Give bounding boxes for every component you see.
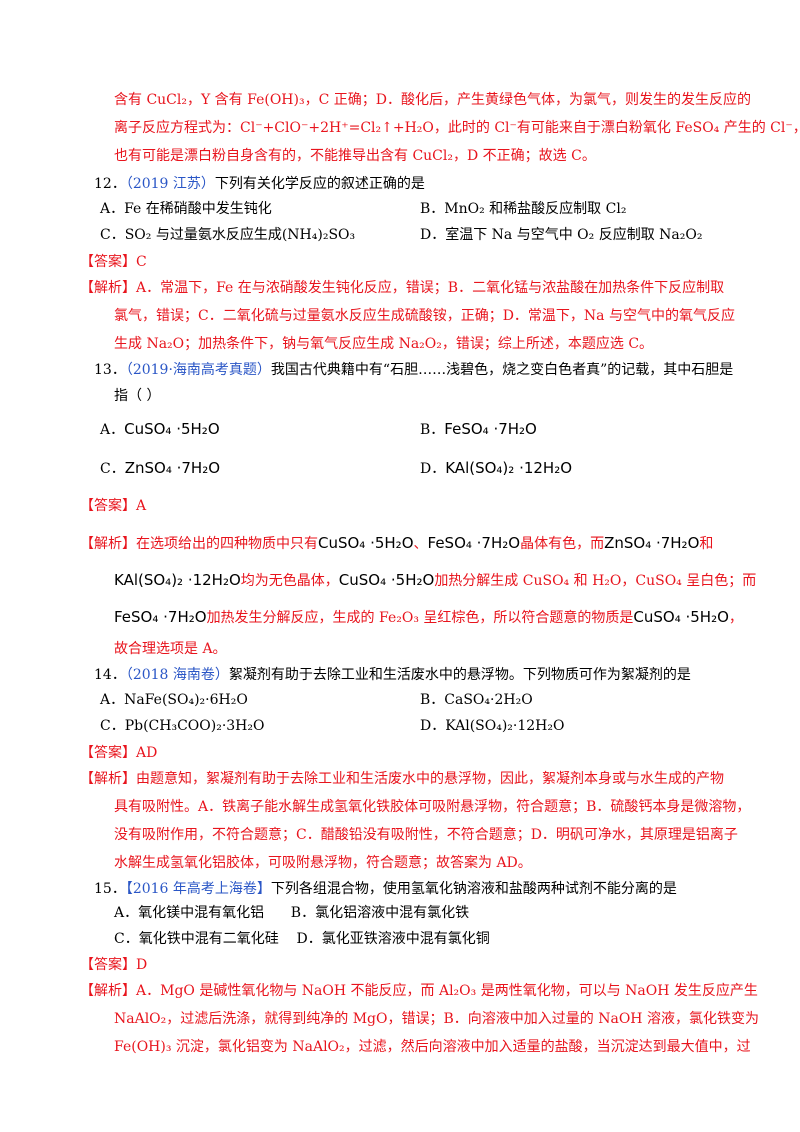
question-number: 12． [94, 176, 126, 192]
q12-explanation-line-1: 【解析】A．常温下，Fe 在与浓硝酸发生钝化反应，错误；B．二氧化锰与浓盐酸在加… [80, 278, 740, 298]
q13-explanation-line-2: KAl(SO₄)₂ ·12H₂O均为无色晶体，CuSO₄ ·5H₂O加热分解生成… [80, 567, 756, 594]
explanation-formula: FeSO₄ ·7H₂O [427, 534, 521, 552]
question-stem: 我国古代典籍中有“石胆……浅碧色，烧之变白色者真”的记载，其中石胆是 [270, 362, 734, 378]
answer-value: D [136, 957, 148, 973]
option-letter: C． [100, 461, 125, 477]
question-13-stem-cont: 指（ ） [114, 388, 161, 404]
question-15: 15．【2016 年高考上海卷】下列各组混合物，使用氢氧化钠溶液和盐酸两种试剂不… [80, 879, 740, 899]
q12-option-d: D．室温下 Na 与空气中 O₂ 反应制取 Na₂O₂ [420, 227, 703, 243]
q15-options-row-1: A．氧化镁中混有氧化铝 B．氯化铝溶液中混有氯化铁 [114, 905, 470, 921]
question-number: 14． [94, 667, 126, 683]
q13-option-d: D．KAl(SO₄)₂ ·12H₂O [400, 455, 572, 482]
q15-explanation-line-2: NaAlO₂，过滤后洗涤，就得到纯净的 MgO，错误；B．向溶液中加入过量的 N… [114, 1011, 759, 1027]
q15-explanation-line-1: 【解析】A．MgO 是碱性氧化物与 NaOH 不能反应，而 Al₂O₃ 是两性氧… [80, 981, 758, 1001]
explanation-label: 【解析】 [80, 280, 136, 296]
q13-options-row-1: A．CuSO₄ ·5H₂O B．FeSO₄ ·7H₂O [80, 416, 740, 443]
q12-explanation-line-2: 氯气，错误；C．二氧化硫与过量氨水反应生成硫酸铵，正确；D．常温下，Na 与空气… [114, 308, 735, 324]
q13-option-b: B．FeSO₄ ·7H₂O [400, 416, 537, 443]
option-letter: B． [420, 422, 445, 438]
q12-options-row-1: A．Fe 在稀硝酸中发生钝化 B．MnO₂ 和稀盐酸反应制取 Cl₂ [80, 198, 740, 220]
explanation-text: A．MgO 是碱性氧化物与 NaOH 不能反应，而 Al₂O₃ 是两性氧化物，可… [136, 983, 758, 999]
answer-label: 【答案】 [80, 745, 136, 761]
option-letter: D． [420, 461, 446, 477]
explanation-formula: FeSO₄ ·7H₂O [114, 608, 207, 626]
q14-option-c: C．Pb(CH₃COO)₂·3H₂O [100, 718, 265, 734]
question-number: 13． [94, 362, 126, 378]
answer-value: AD [136, 745, 158, 761]
question-stem: 下列各组混合物，使用氢氧化钠溶液和盐酸两种试剂不能分离的是 [270, 881, 677, 897]
q13-explanation-line-1: 【解析】在选项给出的四种物质中只有CuSO₄ ·5H₂O、FeSO₄ ·7H₂O… [80, 530, 740, 557]
q14-option-a: A．NaFe(SO₄)₂·6H₂O [100, 692, 248, 708]
question-12: 12．（2019 江苏）下列有关化学反应的叙述正确的是 [80, 174, 740, 194]
explanation-text: 和 [699, 536, 714, 552]
explanation-formula: CuSO₄ ·5H₂O [633, 608, 729, 626]
question-source: （2019 江苏） [125, 176, 215, 192]
answer-label: 【答案】 [80, 254, 136, 270]
q14-explanation-line-4: 水解生成氢氧化铝胶体，可吸附悬浮物，符合题意；故答案为 AD。 [114, 855, 532, 871]
q12-option-c: C．SO₂ 与过量氨水反应生成(NH₄)₂SO₃ [100, 227, 356, 243]
explanation-text: 晶体有色，而 [520, 536, 605, 552]
q14-option-b: B．CaSO₄·2H₂O [420, 692, 533, 708]
q13-explanation-line-4: 故合理选项是 A。 [114, 641, 227, 657]
question-source: 【2016 年高考上海卷】 [125, 881, 271, 897]
q12-option-a: A．Fe 在稀硝酸中发生钝化 [100, 201, 272, 217]
q12-explanation-line-3: 生成 Na₂O；加热条件下，钠与氧气反应生成 Na₂O₂，错误；综上所述，本题应… [114, 336, 654, 352]
question-stem: 下列有关化学反应的叙述正确的是 [214, 176, 425, 192]
q12-options-row-2: C．SO₂ 与过量氨水反应生成(NH₄)₂SO₃ D．室温下 Na 与空气中 O… [80, 224, 740, 246]
explanation-formula: CuSO₄ ·5H₂O [338, 571, 435, 589]
q13-options-row-2: C．ZnSO₄ ·7H₂O D．KAl(SO₄)₂ ·12H₂O [80, 455, 740, 482]
explanation-text: ， [728, 610, 743, 626]
explanation-text: 在选项给出的四种物质中只有 [136, 536, 318, 552]
explanation-label: 【解析】 [80, 983, 136, 999]
question-13: 13．（2019·海南高考真题）我国古代典籍中有“石胆……浅碧色，烧之变白色者真… [80, 360, 740, 380]
explanation-text: 、 [413, 536, 428, 552]
explanation-text: 加热分解生成 CuSO₄ 和 H₂O，CuSO₄ 呈白色；而 [434, 573, 757, 589]
answer-label: 【答案】 [80, 498, 136, 514]
q13-explanation-line-3: FeSO₄ ·7H₂O加热发生分解反应，生成的 Fe₂O₃ 呈红棕色，所以符合题… [80, 604, 743, 631]
prev-explanation-line-2: 离子反应方程式为：Cl⁻+ClO⁻+2H⁺=Cl₂↑+H₂O，此时的 Cl⁻有可… [114, 120, 800, 136]
answer-label: 【答案】 [80, 957, 136, 973]
option-letter: A． [100, 422, 125, 438]
question-number: 15． [94, 881, 126, 897]
option-formula: KAl(SO₄)₂ ·12H₂O [445, 459, 573, 477]
answer-value: C [136, 254, 147, 270]
q14-explanation-line-3: 没有吸附作用，不符合题意；C．醋酸铅没有吸附性，不符合题意；D．明矾可净水，其原… [114, 827, 738, 843]
q14-options-row-1: A．NaFe(SO₄)₂·6H₂O B．CaSO₄·2H₂O [80, 689, 740, 711]
q14-explanation-line-2: 具有吸附性。A．铁离子能水解生成氢氧化铁胶体可吸附悬浮物，符合题意；B．硫酸钙本… [114, 799, 751, 815]
explanation-text: 加热发生分解反应，生成的 Fe₂O₃ 呈红棕色，所以符合题意的物质是 [206, 610, 634, 626]
explanation-formula: ZnSO₄ ·7H₂O [604, 534, 700, 552]
option-formula: ZnSO₄ ·7H₂O [124, 459, 221, 477]
q15-options-row-2: C．氧化铁中混有二氧化硅 D．氯化亚铁溶液中混有氯化铜 [114, 931, 490, 947]
explanation-formula: CuSO₄ ·5H₂O [318, 534, 414, 552]
explanation-text: A．常温下，Fe 在与浓硝酸发生钝化反应，错误；B．二氧化锰与浓盐酸在加热条件下… [136, 280, 725, 296]
explanation-text: 均为无色晶体， [240, 573, 339, 589]
q15-explanation-line-3: Fe(OH)₃ 沉淀，氯化铝变为 NaAlO₂，过滤，然后向溶液中加入适量的盐酸… [114, 1039, 751, 1055]
explanation-text: 由题意知，絮凝剂有助于去除工业和生活废水中的悬浮物，因此，絮凝剂本身或与水生成的… [136, 771, 724, 787]
answer-value: A [136, 498, 147, 514]
q12-option-b: B．MnO₂ 和稀盐酸反应制取 Cl₂ [420, 201, 627, 217]
question-stem: 絮凝剂有助于去除工业和生活废水中的悬浮物。下列物质可作为絮凝剂的是 [228, 667, 691, 683]
q13-answer: 【答案】A [80, 496, 740, 516]
option-formula: FeSO₄ ·7H₂O [444, 420, 537, 438]
prev-explanation-line-3: 也有可能是漂白粉自身含有的，不能推导出含有 CuCl₂，D 不正确；故选 C。 [114, 148, 596, 164]
explanation-label: 【解析】 [80, 536, 136, 552]
question-source: （2019·海南高考真题） [125, 362, 271, 378]
q12-answer: 【答案】C [80, 252, 740, 272]
q14-explanation-line-1: 【解析】由题意知，絮凝剂有助于去除工业和生活废水中的悬浮物，因此，絮凝剂本身或与… [80, 769, 740, 789]
q14-options-row-2: C．Pb(CH₃COO)₂·3H₂O D．KAl(SO₄)₂·12H₂O [80, 715, 740, 737]
q14-option-d: D．KAl(SO₄)₂·12H₂O [420, 718, 565, 734]
question-14: 14．（2018 海南卷）絮凝剂有助于去除工业和生活废水中的悬浮物。下列物质可作… [80, 665, 740, 685]
q15-answer: 【答案】D [80, 955, 740, 975]
q13-option-a: A．CuSO₄ ·5H₂O [80, 416, 400, 443]
option-formula: CuSO₄ ·5H₂O [124, 420, 220, 438]
prev-explanation-line-1: 含有 CuCl₂，Y 含有 Fe(OH)₃，C 正确；D．酸化后，产生黄绿色气体… [114, 92, 751, 108]
question-source: （2018 海南卷） [125, 667, 229, 683]
q14-answer: 【答案】AD [80, 743, 740, 763]
q13-option-c: C．ZnSO₄ ·7H₂O [80, 455, 400, 482]
explanation-label: 【解析】 [80, 771, 136, 787]
explanation-formula: KAl(SO₄)₂ ·12H₂O [114, 571, 241, 589]
page-content: 含有 CuCl₂，Y 含有 Fe(OH)₃，C 正确；D．酸化后，产生黄绿色气体… [80, 90, 800, 1057]
